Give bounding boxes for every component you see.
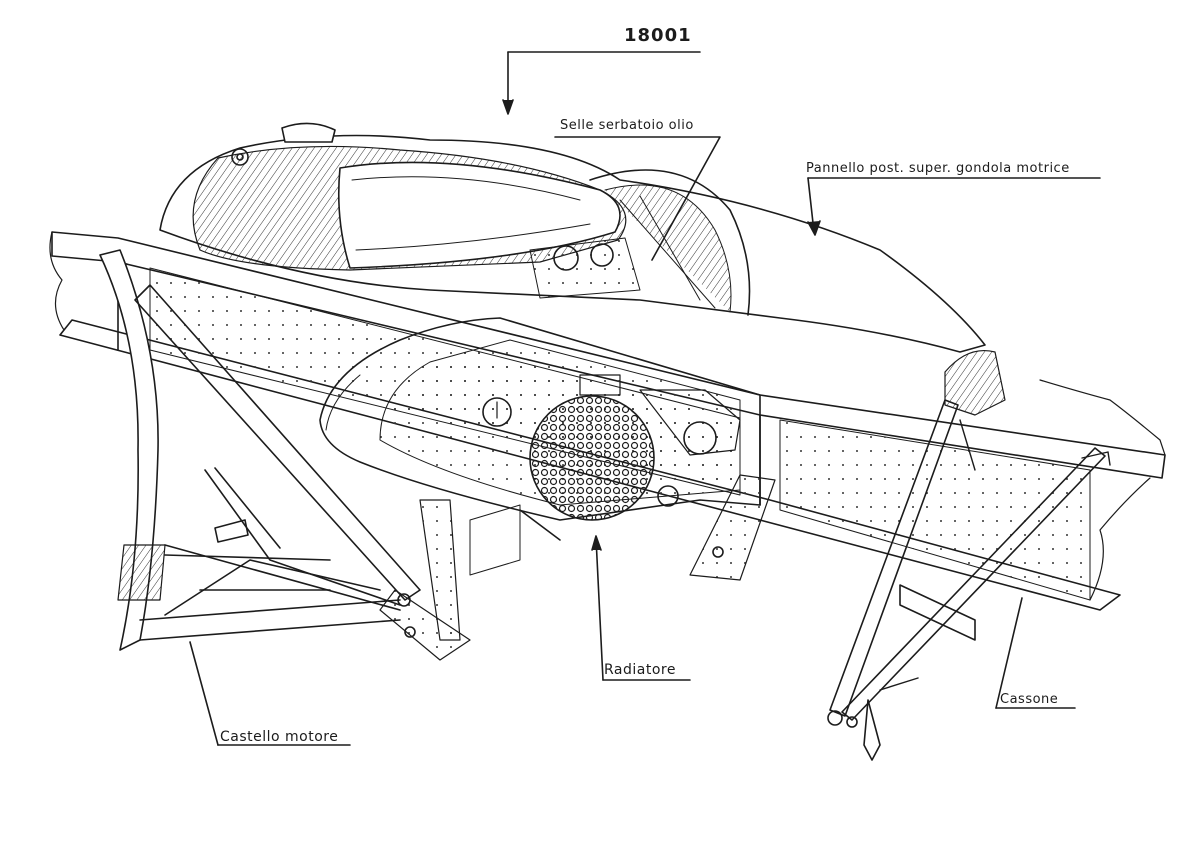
label-castello-motore: Castello motore — [220, 729, 339, 745]
lower-struts — [419, 474, 776, 641]
label-pannello-gondola: Pannello post. super. gondola motrice — [806, 161, 1070, 176]
engine-mount-frame — [99, 249, 471, 661]
label-radiatore: Radiatore — [604, 662, 676, 678]
oil-tank — [192, 122, 627, 271]
rear-strut — [827, 350, 1111, 761]
radiator-fairing — [319, 317, 761, 521]
radiator-mesh — [529, 395, 655, 521]
drawing-code: 18001 — [624, 25, 692, 46]
bulkhead-gauges — [529, 237, 641, 299]
label-selle-serbatoio-olio: Selle serbatoio olio — [560, 118, 694, 133]
label-cassone: Cassone — [1000, 692, 1059, 707]
leader-lines — [189, 51, 1101, 746]
